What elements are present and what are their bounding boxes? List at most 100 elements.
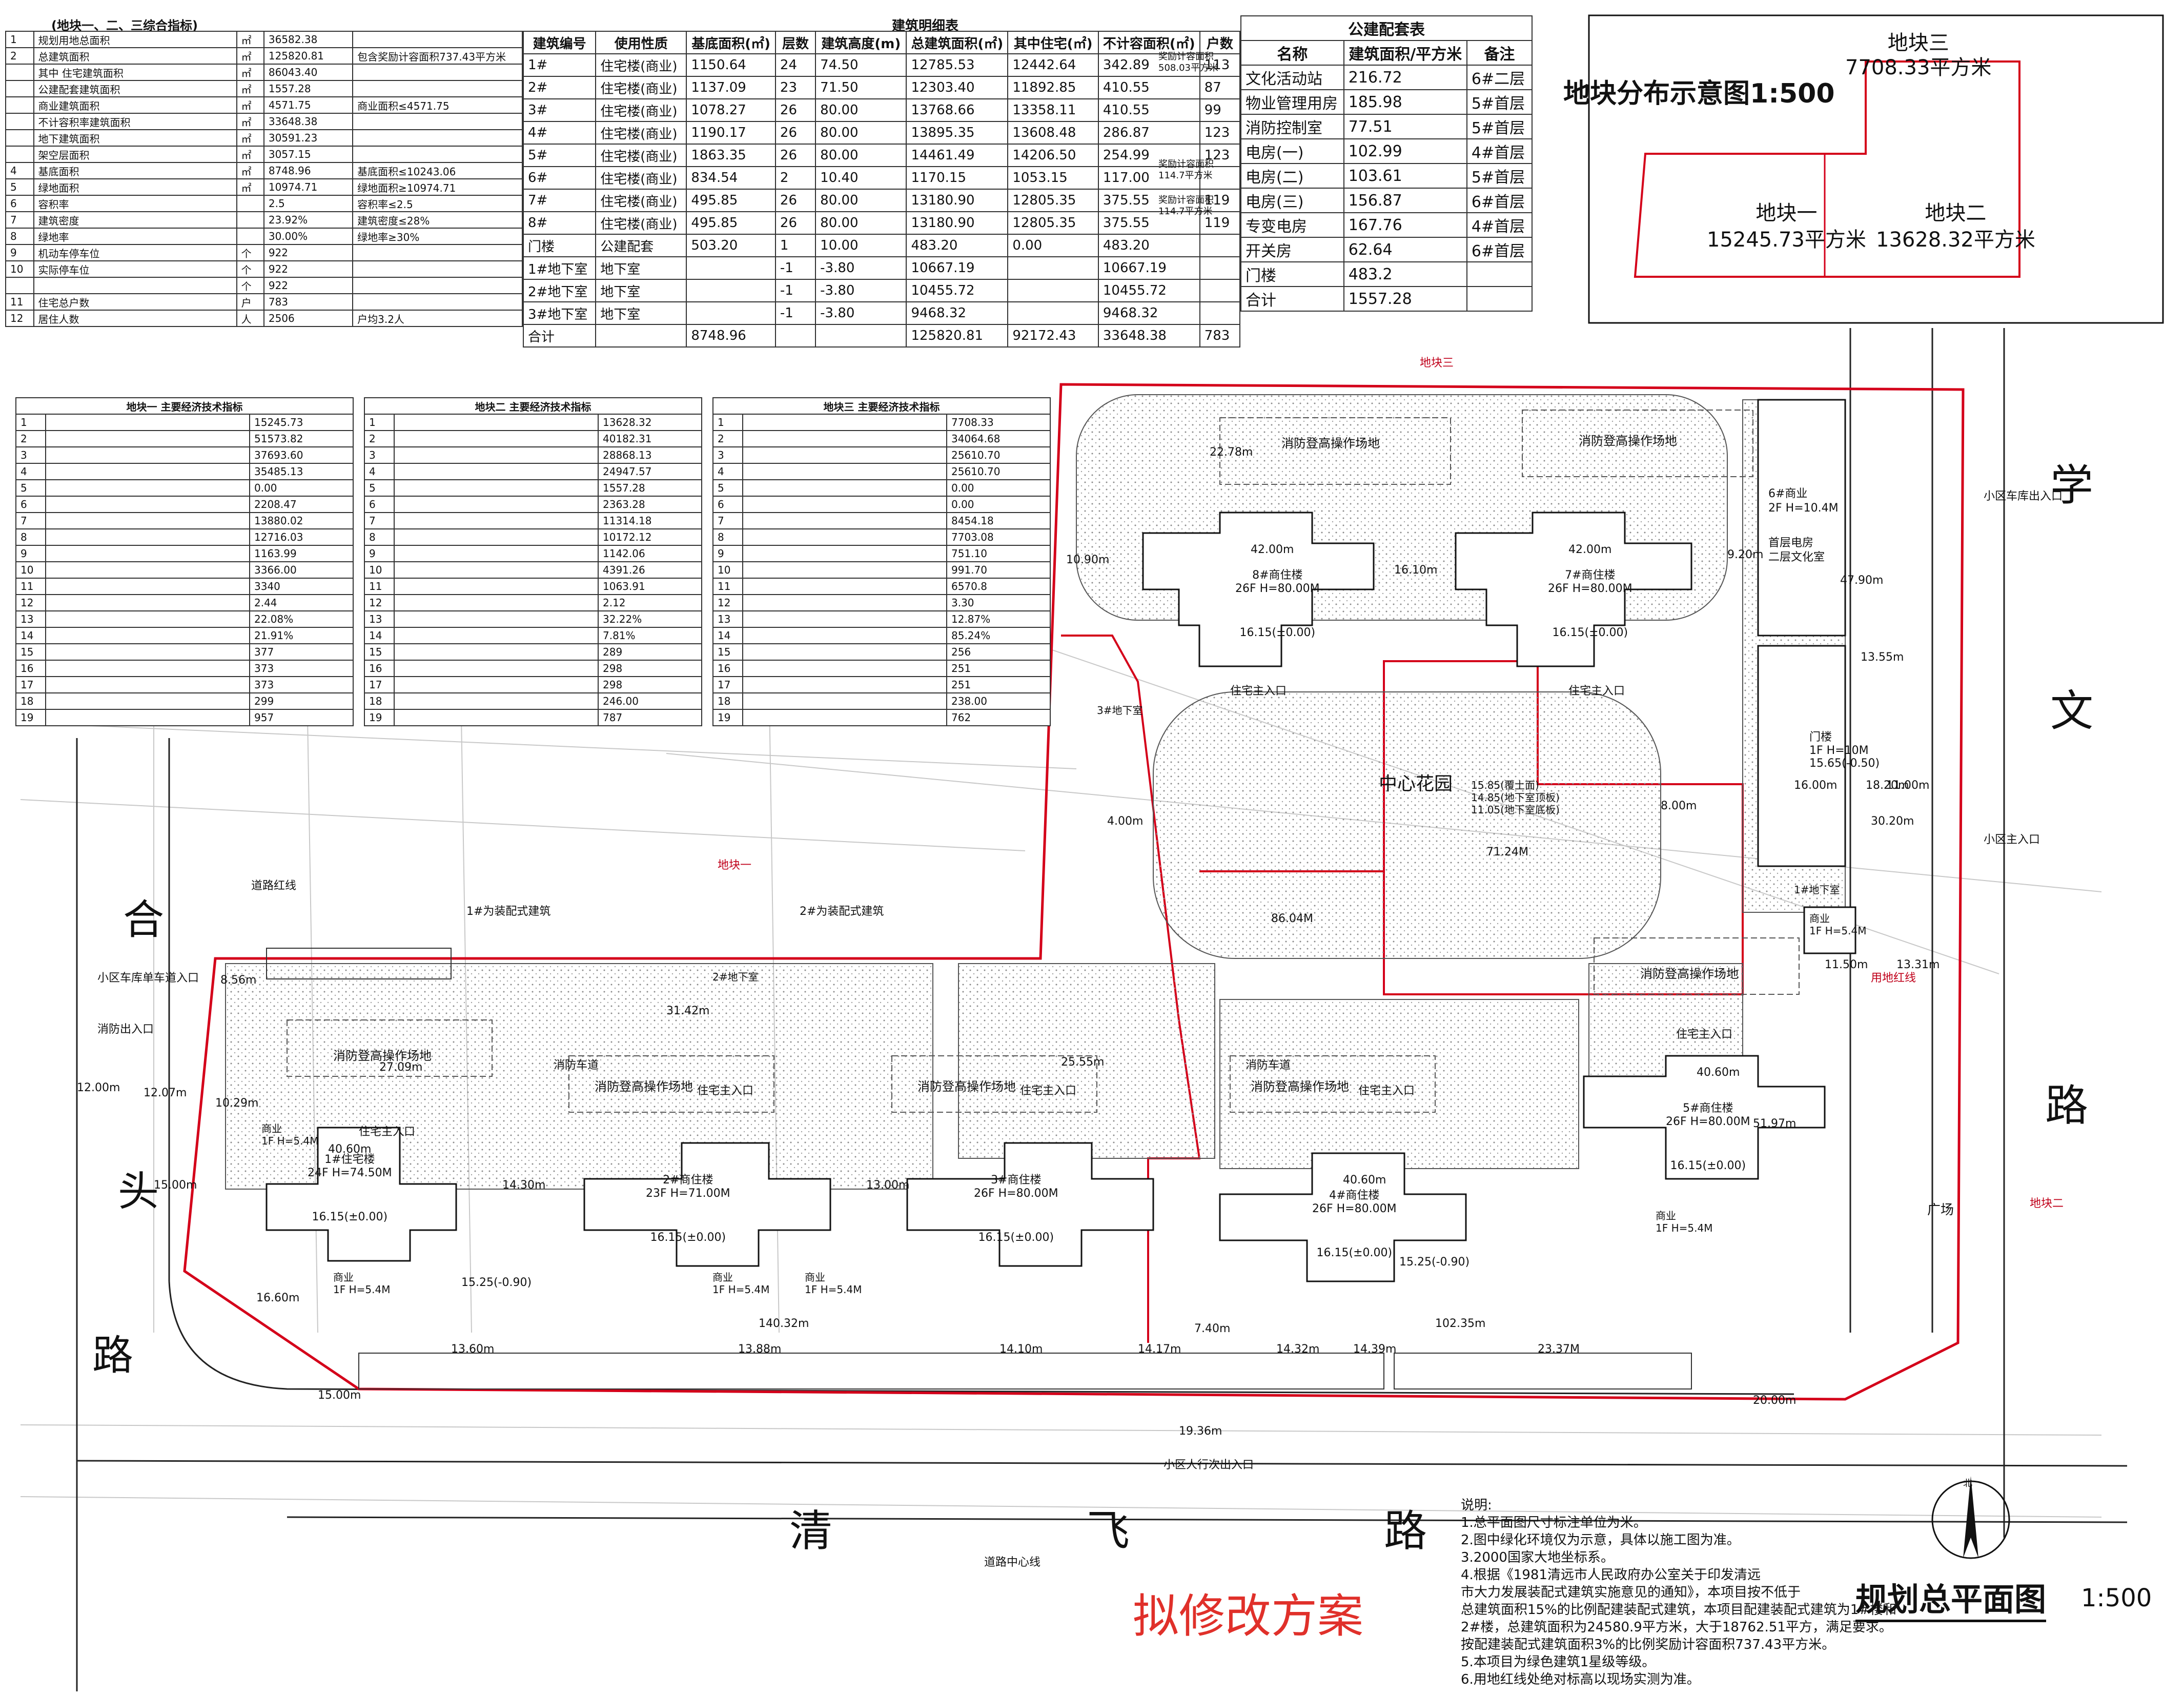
table-cell: ㎡ — [236, 113, 264, 130]
dimension-label: 140.32m — [759, 1317, 809, 1330]
table-cell: 80.00 — [815, 211, 907, 235]
dimension-label: 40.60m — [328, 1143, 372, 1156]
table-cell: -3.80 — [815, 256, 907, 280]
building-spec: 23F H=71.00M — [646, 1187, 730, 1200]
table-cell — [686, 279, 776, 302]
table-cell — [352, 293, 523, 311]
residential-entrance-label: 住宅主入口 — [1568, 685, 1625, 698]
table-cell: 3#地下室 — [522, 301, 597, 325]
table-cell: 17 — [364, 676, 395, 693]
gate-level: 15.65(-0.50) — [1809, 757, 1880, 770]
table-cell: ㎡ — [236, 80, 264, 97]
table-cell: 4 — [15, 463, 46, 480]
table-cell: 19 — [712, 709, 743, 726]
table-cell: 8 — [712, 528, 743, 546]
table-cell: 12805.35 — [1007, 211, 1099, 235]
table-cell: 13358.11 — [1007, 98, 1099, 122]
table-cell — [394, 430, 599, 447]
table-cell — [352, 146, 523, 163]
table-cell: 0.00 — [1007, 234, 1099, 257]
table-cell: 25610.70 — [946, 446, 1051, 464]
table-cell: 1557.28 — [598, 479, 702, 497]
table-cell: 0.00 — [249, 479, 354, 497]
table-cell: 容积率 — [33, 195, 237, 212]
dimension-label: 71.24M — [1486, 846, 1528, 859]
table-cell: 基底面积(㎡) — [686, 31, 776, 54]
garden-levels: 15.85(覆土面) 14.85(地下室顶板) 11.05(地下室底板) — [1471, 779, 1560, 816]
table-cell: 地下建筑面积 — [33, 129, 237, 147]
table-cell — [352, 80, 523, 97]
table-cell: 18 — [712, 692, 743, 710]
table-cell: 10 — [15, 561, 46, 579]
table-cell: 246.00 — [598, 692, 702, 710]
table-cell: 个 — [236, 244, 264, 261]
table-cell: 13880.02 — [249, 512, 354, 529]
table-cell: 373 — [249, 676, 354, 693]
fire-lane-label-2: 消防车道 — [1246, 1059, 1291, 1072]
table-cell: 7 — [364, 512, 395, 529]
table-cell: 建筑密度 — [33, 211, 237, 229]
table-cell: 3# — [522, 98, 597, 122]
notes-lines: 1.总平面图尺寸标注单位为米。2.图中绿化环境仅为示意，具体以施工图为准。3.2… — [1461, 1514, 1896, 1688]
table-cell: 住宅楼(商业) — [595, 121, 687, 145]
table-cell: 6570.8 — [946, 578, 1051, 595]
table-cell: 建筑编号 — [522, 31, 597, 54]
table-cell: 375.55 — [1097, 189, 1200, 212]
table-cell: 23.92% — [263, 211, 354, 229]
fire-site-label-2: 消防登高操作场地 — [1579, 434, 1677, 448]
shop-text: 1F H=5.4M — [261, 1135, 319, 1147]
notes-heading: 说明: — [1461, 1498, 1492, 1513]
table-cell: 24 — [774, 53, 817, 77]
fire-site-label-6: 消防登高操作场地 — [1251, 1079, 1349, 1094]
table-cell: 18 — [364, 692, 395, 710]
table-cell: 建筑面积/平方米 — [1343, 40, 1467, 66]
table-cell: 2506 — [263, 310, 354, 327]
table-cell — [742, 578, 947, 595]
dimension-label: 40.60m — [1343, 1174, 1386, 1187]
table-cell: 1078.27 — [686, 98, 776, 122]
table-cell: 28868.13 — [598, 446, 702, 464]
table-cell: ㎡ — [236, 146, 264, 163]
table-cell: 门楼 — [1240, 261, 1344, 287]
garden-level-3: 11.05(地下室底板) — [1471, 804, 1560, 816]
table-cell: 个 — [236, 277, 264, 294]
shop-text: 1F H=5.4M — [1656, 1222, 1713, 1234]
table-cell: 开关房 — [1240, 237, 1344, 262]
dimension-label: 13.88m — [738, 1343, 782, 1356]
table-cell: 住宅楼(商业) — [595, 53, 687, 77]
dimension-label: 31.42m — [666, 1005, 710, 1017]
table-cell: 12303.40 — [906, 76, 1009, 99]
table-cell — [45, 430, 250, 447]
table-cell: 2 — [15, 430, 46, 447]
table-cell: 10455.72 — [906, 279, 1009, 302]
table-cell: 住宅总户数 — [33, 293, 237, 311]
shop-text: 1F H=5.4M — [1809, 925, 1867, 937]
table-cell: 3057.15 — [263, 146, 354, 163]
building-ground-level: 16.15(±0.00) — [1670, 1159, 1746, 1172]
table-cell: ㎡ — [236, 64, 264, 81]
gate-label: 门楼 1F H=10M 15.65(-0.50) — [1809, 728, 1880, 770]
table-cell — [394, 643, 599, 661]
table-cell: 25610.70 — [946, 463, 1051, 480]
table-cell: 5# — [522, 144, 597, 167]
table-cell: ㎡ — [236, 129, 264, 147]
table-cell: 户 — [236, 293, 264, 311]
table-cell — [352, 277, 523, 294]
table-cell: 绿地面积≥10974.71 — [352, 178, 523, 196]
table-cell: 2.12 — [598, 594, 702, 611]
table-cell — [394, 709, 599, 726]
